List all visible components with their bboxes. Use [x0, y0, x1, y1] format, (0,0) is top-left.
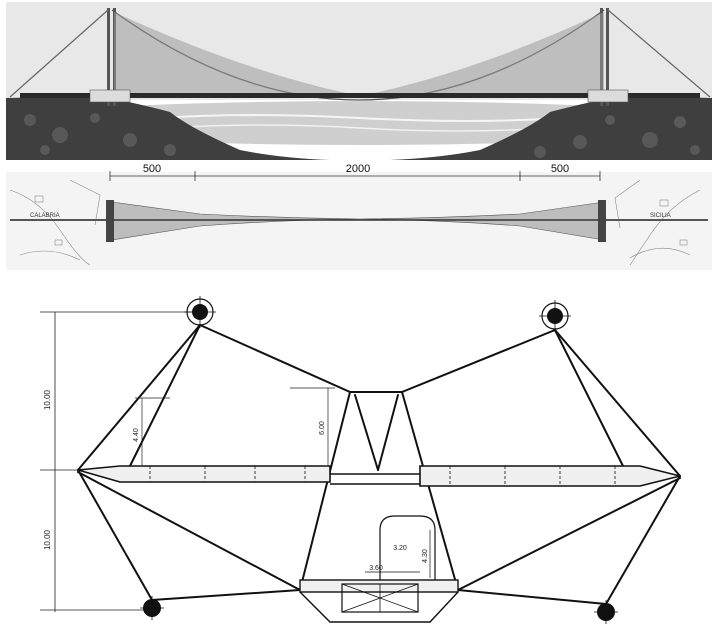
- dim-left-hanger: 4.40: [133, 428, 140, 442]
- dim-upper-height: 10.00: [43, 389, 52, 410]
- plan-label-calabria: CALABRIA: [30, 213, 60, 219]
- elevation-ground-left: [6, 96, 330, 160]
- hanger-dims: [135, 387, 335, 466]
- elevation-water: [120, 101, 600, 145]
- span-label-right: 500: [551, 163, 569, 175]
- span-label-main: 2000: [346, 163, 370, 175]
- tower-left: [107, 8, 110, 106]
- plan-cable-fan-left: [111, 201, 361, 241]
- dim-rail-width: 3.60: [369, 565, 383, 572]
- plan-map-lines: [9, 179, 701, 266]
- elevation-ground-right: [390, 96, 712, 160]
- deck-girder: [77, 465, 681, 487]
- cross-section-panel: 10.00 10.00: [40, 296, 681, 624]
- rail-deck: [299, 579, 459, 623]
- dim-lower-height: 10.00: [43, 529, 52, 550]
- plan-tower-right: [598, 200, 606, 242]
- hanger-fan-left: [114, 12, 350, 94]
- span-label-left: 500: [143, 163, 161, 175]
- dim-rail-gauge: 3.20: [393, 545, 407, 552]
- dim-rail-height: 4.30: [422, 549, 429, 563]
- span-dimension-line: [109, 171, 601, 181]
- plan-cable-fan-right: [359, 201, 605, 241]
- section-ties: [77, 324, 681, 605]
- main-cable-top-left: [184, 296, 216, 328]
- elevation-deck: [20, 93, 700, 98]
- rail-clearance-gauge: [365, 515, 436, 580]
- hanger-fan-right: [370, 12, 604, 94]
- dim-center-hanger: 6.00: [319, 421, 326, 435]
- plan-tower-left: [106, 200, 114, 242]
- elevation-panel: [6, 2, 712, 160]
- plan-label-sicilia: SICILIA: [650, 213, 671, 219]
- plan-panel: 500 2000 500 CALABRIA SICILIA: [6, 163, 712, 270]
- vertical-dimension: [40, 311, 200, 612]
- main-cable-top-right: [539, 300, 571, 332]
